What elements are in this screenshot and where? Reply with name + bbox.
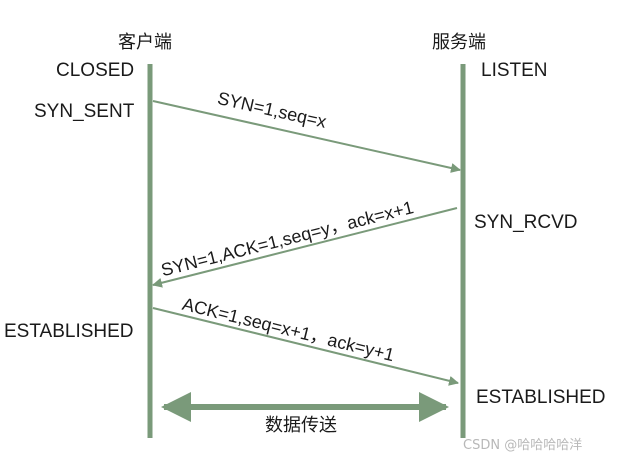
client-title: 客户端 [118,32,172,53]
data-transfer-label: 数据传送 [265,415,337,436]
csdn-watermark: CSDN @哈哈哈哈洋 [463,438,583,453]
server-state-established: ESTABLISHED [476,387,606,408]
ack-arrow [152,307,459,386]
server-state-listen: LISTEN [481,60,548,81]
client-state-closed: CLOSED [56,60,135,81]
syn-arrow [152,100,461,173]
client-state-syn-sent: SYN_SENT [34,101,135,122]
server-title: 服务端 [432,32,486,53]
client-state-established: ESTABLISHED [4,321,134,342]
syn-ack-arrow [152,207,458,288]
server-state-syn-rcvd: SYN_RCVD [474,212,578,233]
